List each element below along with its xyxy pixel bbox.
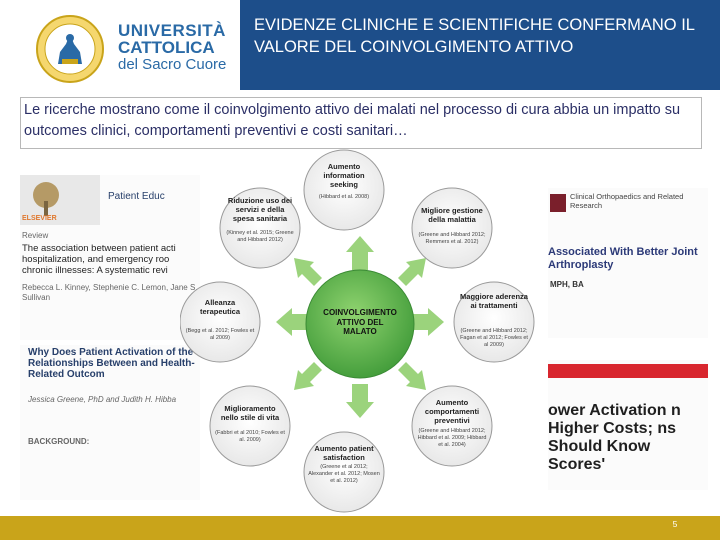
center-label: COINVOLGIMENTO ATTIVO DEL MALATO [320,308,400,337]
node-cite-1: (Greene and Hibbard 2012; Remmers et al.… [416,232,488,246]
node-cite-5: (Fabbri et al 2010; Fowles et al. 2009) [214,430,286,444]
node-circle-1 [412,188,492,268]
arrow-down-left [294,362,322,390]
node-cite-3: (Greene and Hibbard 2012; Hibbard et al.… [416,428,488,449]
paper-thumbnail-orthopaedics: Clinical Orthopaedics and Related Resear… [548,188,708,338]
node-cite-6: (Begg et al. 2012; Fowles et al 2009) [184,328,256,342]
journal-name: Patient Educ [108,191,165,202]
tree-icon [26,179,66,219]
node-circle-5 [210,386,290,466]
elsevier-logo: ELSEVIER [20,175,100,225]
paper-title: Why Does Patient Activation of the Relat… [28,347,198,380]
author-degrees: MPH, BA [550,280,610,290]
journal-name: Clinical Orthopaedics and Related Resear… [570,192,690,210]
arrow-down-right [398,362,426,390]
page-number: 5 [660,519,690,529]
node-cite-4: (Greene et al 2012; Alexander et al. 201… [308,464,380,485]
red-banner [548,364,708,378]
logo-line-2: CATTOLICA [118,39,226,56]
node-label-2: Maggiore aderenza ai trattamenti [460,292,528,310]
node-label-4: Aumento patient satisfaction [310,444,378,462]
section-label: Review [22,231,48,241]
node-label-1: Migliore gestione della malattia [418,206,486,224]
node-label-6: Alleanza terapeutica [186,298,254,316]
logo-line-3: del Sacro Cuore [118,56,226,73]
paper-title: The association between patient acti hos… [22,243,198,276]
publisher-name: ELSEVIER [22,215,57,222]
node-cite-0: (Hibbard et al. 2008) [308,194,380,201]
paper-thumbnail-kinney: ELSEVIER Patient Educ Review The associa… [20,175,200,340]
arrow-up [346,236,374,270]
university-seal-icon [34,14,114,84]
paper-thumbnail-costs: ower Activation n Higher Costs; ns Shoul… [548,360,708,490]
node-cite-2: (Greene and Hibbard 2012; Fagan et al 20… [458,328,530,349]
paper-authors: Jessica Greene, PhD and Judith H. Hibba [28,395,198,405]
university-name: UNIVERSITÀ CATTOLICA del Sacro Cuore [118,22,226,73]
node-circle-6 [180,282,260,362]
node-label-3: Aumento comportamenti preventivi [418,398,486,425]
paper-authors: Rebecca L. Kinney, Stephenie C. Lemon, J… [22,283,198,303]
engagement-diagram: COINVOLGIMENTO ATTIVO DEL MALATO Aumento… [180,148,540,518]
footer-bar [0,516,720,540]
arrow-left [276,308,310,336]
background-label: BACKGROUND: [28,437,89,447]
node-label-5: Miglioramento nello stile di vita [216,404,284,422]
arrow-down [346,384,374,418]
node-label-0: Aumento information seeking [310,162,378,189]
arrow-up-left [294,258,322,286]
intro-text: Le ricerche mostrano come il coinvolgime… [24,100,700,142]
paper-thumbnail-greene: Why Does Patient Activation of the Relat… [20,345,200,500]
node-cite-7: (Kinney et al. 2015; Greene and Hibbard … [224,230,296,244]
paper-title: ower Activation n Higher Costs; ns Shoul… [548,402,708,474]
logo-line-1: UNIVERSITÀ [118,22,226,39]
arrow-up-right [398,258,426,286]
journal-logo-icon [550,194,566,212]
arrow-right [410,308,444,336]
slide-title: EVIDENZE CLINICHE E SCIENTIFICHE CONFERM… [254,14,706,58]
paper-title: Associated With Better Joint Arthroplast… [548,246,708,272]
node-label-7: Riduzione uso dei servizi e della spesa … [226,196,294,223]
